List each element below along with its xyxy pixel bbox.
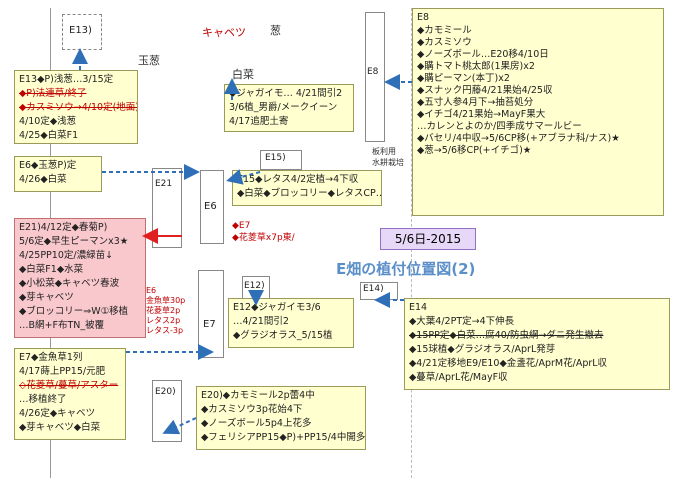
plot-e21: E21	[152, 168, 182, 248]
note-e20: E20)◆カモミール2p蕾4中 ◆カスミソウ3p花始4下 ◆ノーズボール5p4上…	[196, 386, 366, 450]
note-e9-line-3: 4/17追肥土寄	[229, 116, 289, 127]
note-e8-line-6: ◆購ピーマン(本丁)x2	[417, 73, 510, 84]
arrow-e20	[162, 417, 197, 435]
note-e13-line-2: ◆P)法連草/終了	[19, 88, 87, 99]
note-e15: E15◆レタス4/2定植→4下収 ◆白菜◆ブロッコリー◆レタスCP…B網	[232, 170, 382, 206]
note-e21: E21)4/12定◆春菊P) 5/6定◆早生ピーマンx3★ 4/25PP10定/…	[14, 218, 146, 338]
note-e6: E6◆玉葱P)定 4/26◆白菜	[14, 156, 102, 192]
veg-label-4: 白菜	[232, 68, 254, 81]
note-e21-line-5: ◆小松菜◆キャベツ春波	[19, 278, 120, 289]
note-e8-line-3: ◆カスミソウ	[417, 37, 472, 48]
shed-label: 板利用 水耕栽培	[372, 147, 404, 167]
note-e13-line-1: E13◆P)浅葱…3/15定	[19, 74, 114, 85]
plot-e14-label: E14)	[363, 284, 384, 294]
note-e13-line-4: 4/10定◆浅葱	[19, 116, 77, 127]
note-e14: E14 ◆大葉4/2PT定→4下伸長 ◆15PP定◆白菜…腐40/防虫網→ダニ発…	[404, 298, 670, 390]
note-e7-line-3: ◇花菱草/蔓草/アスター	[19, 380, 119, 391]
note-e14-line-4: ◆15球植◆グラジオラス/AprL発芽	[409, 344, 556, 355]
note-e9-line-1: ◆ジャガイモ… 4/21間引2	[229, 88, 343, 99]
note-e8-line-11: ◆バセリ/4中収→5/6CP移(+アブラナ科/ナス)★	[417, 133, 620, 144]
e7-side-line-1: ◆E7	[232, 221, 251, 231]
e7-side-note: ◆E7 ◆花菱草x7p東/	[232, 220, 295, 244]
plot-e6: E6	[200, 170, 224, 244]
note-e7-line-4: …移植終了	[19, 394, 67, 405]
note-e8-line-10: …カレンとよのか/四季成サマールビー	[417, 121, 582, 132]
note-e8-line-9: ◆イチゴ4/21果始→MayF果大	[417, 109, 546, 120]
note-e15-line-1: E15◆レタス4/2定植→4下収	[237, 174, 359, 185]
note-e7-line-5: 4/26定◆キャベツ	[19, 408, 96, 419]
note-e7-line-1: E7◆金魚草1列	[19, 352, 83, 363]
note-e8-line-7: ◆スナック円藤4/21果始4/25収	[417, 85, 553, 96]
note-e21-line-1: E21)4/12定◆春菊P)	[19, 222, 108, 233]
note-e21-line-6: ◆芽キャベツ	[19, 292, 74, 303]
note-e8-line-1: E8	[417, 12, 430, 23]
page-title: E畑の植付位置図(2)	[336, 260, 476, 278]
note-e14-line-2: ◆大葉4/2PT定→4下伸長	[409, 316, 515, 327]
note-e15-line-2: ◆白菜◆ブロッコリー◆レタスCP…B網	[237, 188, 381, 199]
note-e8-line-4: ◆ノーズボール…E20移4/10日	[417, 49, 549, 60]
plot-e7: E7	[198, 270, 224, 358]
note-e8-line-8: ◆五寸人参4月下→抽苔処分	[417, 97, 534, 108]
note-e20-line-4: ◆フェリシアPP15◆P)+PP15/4中開多	[201, 432, 366, 443]
note-e21-line-2: 5/6定◆早生ピーマンx3★	[19, 236, 129, 247]
note-e20-line-1: E20)◆カモミール2p蕾4中	[201, 390, 315, 401]
note-e14-line-5: ◆4/21定移地E9/E10◆金盞花/AprM花/AprL収	[409, 358, 608, 369]
note-e20-line-3: ◆ノーズボール5p4上花多	[201, 418, 312, 429]
plot-e20-label: E20)	[155, 387, 176, 397]
date-label: 5/6日-2015	[380, 228, 476, 250]
veg-label-1: 玉葱	[138, 54, 160, 67]
note-e7: E7◆金魚草1列 4/17蒔上PP15/元肥 ◇花菱草/蔓草/アスター …移植終…	[14, 348, 126, 440]
note-e8-line-5: ◆購トマト桃太郎(1果房)x2	[417, 61, 535, 72]
plot-e8-label: E8	[367, 67, 379, 77]
plot-e15: E15)	[260, 150, 302, 170]
note-e12: E12◆ジャガイモ3/6 …4/21間引2 ◆グラジオラス_5/15植	[228, 298, 354, 348]
plot-e6-label: E6	[204, 201, 217, 212]
e6-side-text: E6 金魚草30p 花菱草2p レタス2p レタス-3p	[146, 286, 186, 335]
note-e14-line-1: E14	[409, 302, 428, 313]
note-e7-line-6: ◆芽キャベツ◆白菜	[19, 422, 101, 433]
note-e9-line-2: 3/6植_男爵/メークイーン	[229, 102, 338, 113]
note-e8-line-12: ◆葱→5/6移CP(+イチゴ)★	[417, 145, 532, 156]
veg-label-3: 葱	[270, 24, 281, 37]
plot-e15-label: E15)	[265, 153, 286, 163]
plot-e12-label: E12)	[244, 281, 265, 291]
note-e9: ◆ジャガイモ… 4/21間引2 3/6植_男爵/メークイーン 4/17追肥土寄	[224, 84, 354, 132]
note-e21-line-8: …B網+F布TN_被覆	[19, 320, 105, 331]
note-e13-line-5: 4/25◆白菜F1	[19, 130, 79, 141]
note-e12-line-1: E12◆ジャガイモ3/6	[233, 302, 321, 313]
veg-label-2: キャベツ	[202, 26, 246, 39]
note-e13-line-3: ◆カスミソウ→4/10定(地面)	[19, 102, 138, 113]
note-e8-line-2: ◆カモミール	[417, 25, 472, 36]
plot-e21-label: E21	[155, 179, 173, 189]
arrow-e15	[226, 169, 261, 185]
note-e21-line-3: 4/25PP10定/濃緑苗↓	[19, 250, 114, 261]
e7-side-line-2: ◆花菱草x7p東/	[232, 233, 295, 243]
note-e12-line-2: …4/21間引2	[233, 316, 289, 327]
note-e8: E8 ◆カモミール ◆カスミソウ ◆ノーズボール…E20移4/10日 ◆購トマト…	[412, 8, 664, 216]
plot-e7-label: E7	[203, 319, 216, 330]
note-e14-line-3: ◆15PP定◆白菜…腐40/防虫網→ダニ発生撤去	[409, 330, 604, 341]
note-e6-line-1: E6◆玉葱P)定	[19, 160, 77, 171]
note-e6-line-2: 4/26◆白菜	[19, 174, 67, 185]
plot-e13-label: E13)	[69, 25, 92, 36]
note-e7-line-2: 4/17蒔上PP15/元肥	[19, 366, 106, 377]
note-e13: E13◆P)浅葱…3/15定 ◆P)法連草/終了 ◆カスミソウ→4/10定(地面…	[14, 70, 138, 144]
note-e12-line-3: ◆グラジオラス_5/15植	[233, 330, 333, 341]
note-e21-line-4: ◆白菜F1◆水菜	[19, 264, 84, 275]
note-e20-line-2: ◆カスミソウ3p花始4下	[201, 404, 303, 415]
note-e21-line-7: ◆ブロッコリー⇒W①移植	[19, 306, 129, 317]
note-e14-line-6: ◆蔓草/AprL花/MayF収	[409, 372, 508, 383]
